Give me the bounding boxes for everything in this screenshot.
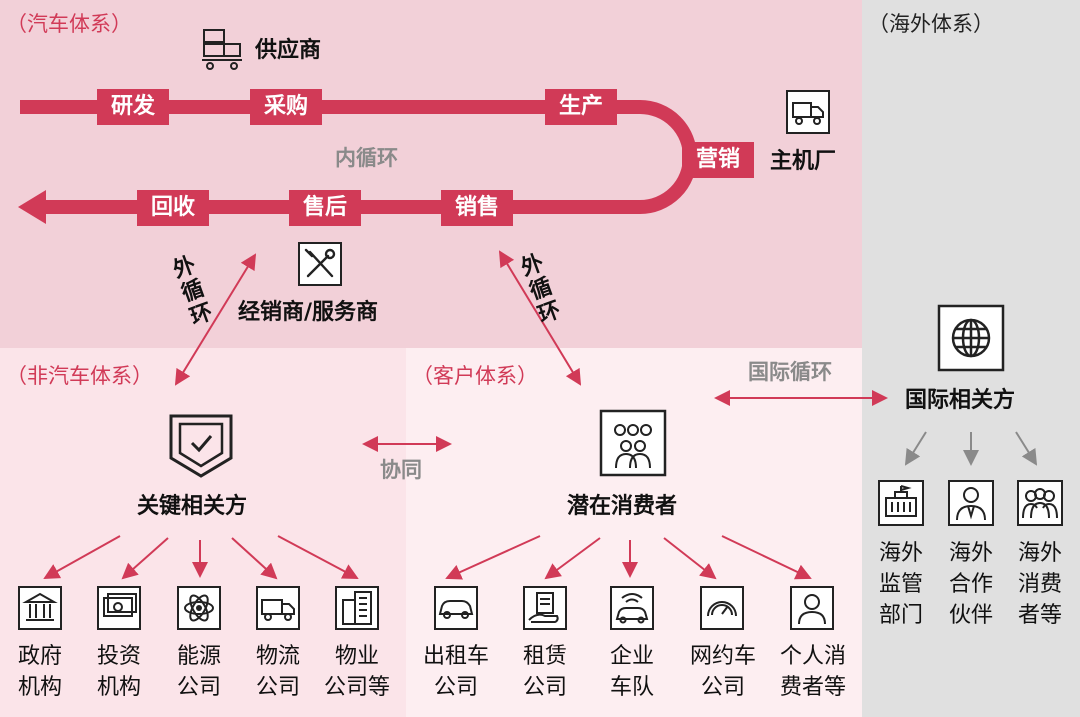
leaf-property: 物业 公司等	[323, 644, 390, 700]
key-stakeholders-title: 关键相关方	[137, 494, 248, 519]
leaf-taxi: 出租车 公司	[422, 644, 489, 700]
outer-loop-right-arrow	[498, 250, 582, 386]
leaf-ride-hailing: 网约车 公司	[689, 644, 756, 700]
building-icon	[335, 586, 379, 630]
gauge-icon	[700, 586, 744, 630]
leaf-investment: 投资 机构	[96, 644, 141, 700]
inner-loop-label: 内循环	[335, 146, 398, 170]
inner-loop-arrowhead	[18, 190, 46, 224]
leaf-energy: 能源 公司	[176, 644, 221, 700]
leaf-overseas-consumers: 海外 消费 者等	[1017, 541, 1062, 628]
partner-icon	[948, 480, 994, 526]
stage-marketing: 营销	[682, 142, 754, 178]
stage-recycle: 回收	[137, 190, 209, 226]
atom-icon	[177, 586, 221, 630]
people-group-icon	[599, 409, 667, 477]
stage-production: 生产	[545, 89, 617, 125]
leaf-individuals: 个人消 费者等	[779, 644, 846, 700]
collab-label: 协同	[380, 458, 422, 482]
oem-label: 主机厂	[770, 149, 837, 174]
leaf-overseas-partner: 海外 合作 伙伴	[948, 541, 993, 628]
leaf-leasing: 租赁 公司	[522, 644, 567, 700]
government-icon	[18, 586, 62, 630]
section-title-customer: （客户体系）	[412, 364, 538, 388]
leaf-fleet: 企业 车队	[609, 644, 654, 700]
supplier-icon	[202, 29, 242, 70]
leaf-government: 政府 机构	[17, 644, 62, 700]
leaf-overseas-regulator: 海外 监管 部门	[878, 541, 923, 628]
customer-zone	[406, 348, 862, 717]
stage-aftersales: 售后	[289, 190, 361, 226]
stage-procurement: 采购	[250, 89, 322, 125]
international-stakeholders-title: 国际相关方	[905, 388, 1016, 413]
person-icon	[790, 586, 834, 630]
tools-icon	[298, 242, 342, 286]
globe-icon	[937, 304, 1005, 372]
fleet-icon	[610, 586, 654, 630]
outer-loop-left-arrow	[174, 253, 257, 386]
regulator-icon	[878, 480, 924, 526]
potential-consumers-title: 潜在消费者	[567, 494, 678, 519]
stage-sales: 销售	[441, 190, 513, 226]
leaf-logistics: 物流 公司	[255, 644, 300, 700]
dealer-label: 经销商/服务商	[238, 300, 379, 325]
supplier-label: 供应商	[255, 38, 322, 63]
truck-icon	[256, 586, 300, 630]
stage-research: 研发	[97, 89, 169, 125]
section-title-non-auto: （非汽车体系）	[6, 364, 153, 388]
section-title-overseas: （海外体系）	[868, 12, 994, 36]
car-icon	[434, 586, 478, 630]
international-label: 国际循环	[748, 360, 832, 384]
non-auto-zone	[0, 348, 406, 717]
shield-icon	[169, 414, 233, 478]
lease-icon	[523, 586, 567, 630]
consumers-icon	[1017, 480, 1063, 526]
section-title-auto: （汽车体系）	[6, 12, 132, 36]
truck-oem-icon	[786, 90, 830, 134]
money-icon	[97, 586, 141, 630]
